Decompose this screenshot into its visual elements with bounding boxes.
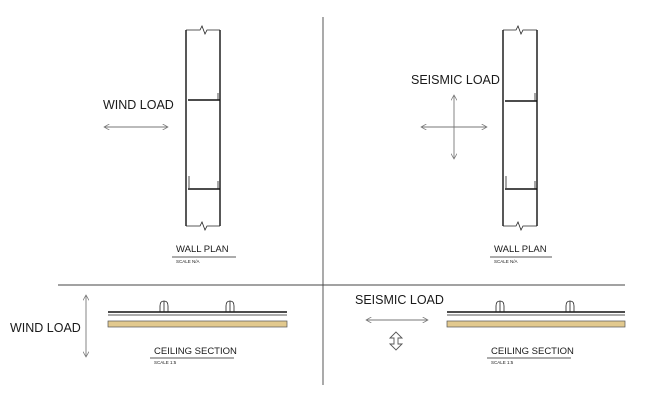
seismic-load-label: SEISMIC LOAD bbox=[411, 73, 500, 87]
ceiling-board bbox=[107, 320, 288, 328]
hanger-clip bbox=[565, 300, 575, 312]
ceiling-section-title: CEILING SECTION bbox=[491, 346, 574, 357]
wall-plan-title: WALL PLAN bbox=[176, 244, 229, 255]
seismic-load-label: SEISMIC LOAD bbox=[355, 293, 444, 307]
ceiling-section-seismic: SEISMIC LOAD CEILING SECTION SCALE 1:5 bbox=[355, 293, 626, 365]
hanger-clip bbox=[495, 300, 505, 312]
scale-label: SCALE N/A bbox=[176, 259, 200, 264]
hanger-clip bbox=[225, 300, 235, 312]
wind-load-label: WIND LOAD bbox=[10, 321, 81, 335]
scale-label: SCALE 1:5 bbox=[491, 360, 514, 365]
ceiling-board bbox=[446, 320, 626, 328]
four-way-arrow-icon bbox=[421, 95, 487, 159]
wall-plan-seismic: SEISMIC LOAD WALL PLAN SCALE N/A bbox=[411, 25, 552, 264]
scale-label: SCALE N/A bbox=[494, 259, 518, 264]
break-mark-bottom bbox=[503, 221, 537, 231]
wall-plan-wind: WIND LOAD WALL PLAN SCALE N/A bbox=[103, 25, 236, 264]
break-mark-bottom bbox=[186, 221, 220, 231]
scale-label: SCALE 1:5 bbox=[154, 360, 177, 365]
ceiling-section-wind: WIND LOAD CEILING SECTION SCALE 1:5 bbox=[10, 295, 288, 365]
wind-load-label: WIND LOAD bbox=[103, 98, 174, 112]
small-vertical-arrow-icon bbox=[388, 331, 404, 351]
wall-plan-title: WALL PLAN bbox=[494, 244, 547, 255]
break-mark-top bbox=[503, 25, 537, 35]
ceiling-section-title: CEILING SECTION bbox=[154, 346, 237, 357]
break-mark-top bbox=[186, 25, 220, 35]
hanger-clip bbox=[159, 300, 169, 312]
